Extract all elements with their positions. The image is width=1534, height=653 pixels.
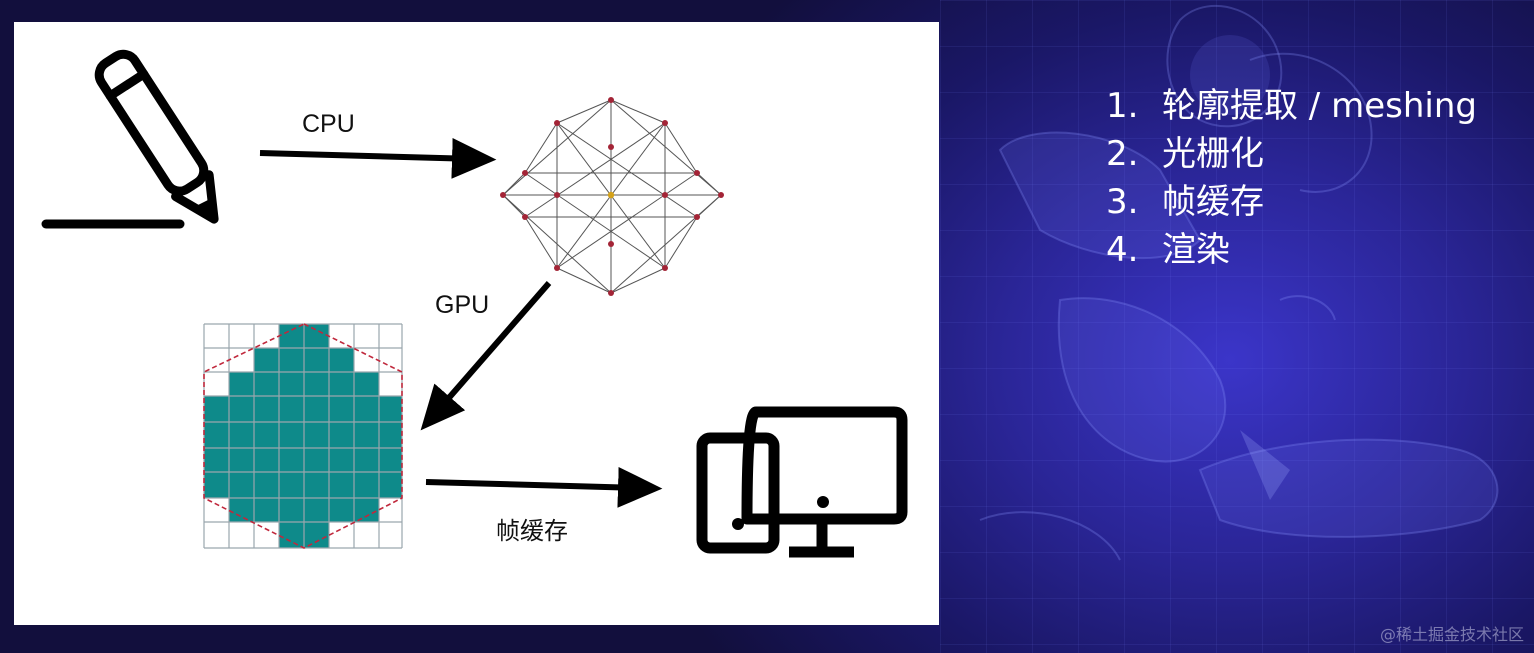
- step-text: 渲染: [1162, 230, 1230, 270]
- step-number: 1.: [1106, 86, 1139, 126]
- hexagon-outline: [203, 323, 403, 549]
- step-text: 轮廓提取 / meshing: [1162, 86, 1477, 126]
- step-text: 帧缓存: [1162, 182, 1264, 222]
- step-number: 2.: [1106, 134, 1139, 174]
- raster-grid: [203, 323, 403, 549]
- arrow-framebuffer: [425, 466, 663, 508]
- tablet-button: [732, 518, 744, 530]
- diagram-panel: CPU GPU 帧缓存: [14, 22, 939, 625]
- step-item-4: 4. 渲染: [1106, 226, 1477, 274]
- cpu-label: CPU: [302, 110, 355, 138]
- step-number: 3.: [1106, 182, 1139, 222]
- devices-icon: [696, 406, 908, 558]
- pipeline-diagram: [41, 49, 908, 558]
- step-number: 4.: [1106, 230, 1139, 270]
- mesh-center-node: [607, 191, 615, 199]
- step-item-1: 1. 轮廓提取 / meshing: [1106, 82, 1477, 130]
- pipeline-steps-list: 1. 轮廓提取 / meshing 2. 光栅化 3. 帧缓存 4. 渲染: [1106, 82, 1477, 274]
- gpu-label: GPU: [435, 291, 490, 319]
- monitor-dot: [817, 496, 829, 508]
- background-grid: [940, 0, 1534, 653]
- step-item-3: 3. 帧缓存: [1106, 178, 1477, 226]
- background-illustration: [979, 4, 1499, 561]
- mesh-nodes: [500, 97, 724, 296]
- framebuffer-label: 帧缓存: [496, 518, 568, 545]
- step-item-2: 2. 光栅化: [1106, 130, 1477, 178]
- step-text: 光栅化: [1162, 134, 1264, 174]
- pencil-tip: [194, 199, 215, 222]
- watermark: @稀土掘金技术社区: [1379, 625, 1524, 644]
- arrow-cpu: [259, 137, 497, 179]
- arrow-gpu: [420, 281, 552, 431]
